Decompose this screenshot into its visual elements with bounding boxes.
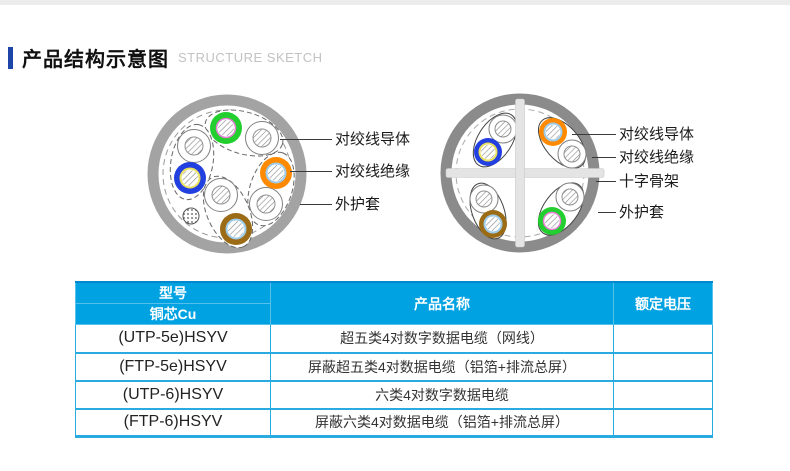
model-cell: (UTP-6)HSYV (75, 380, 271, 410)
product-spec-table: 型号 产品名称 额定电压 铜芯Cu (UTP-5e)HSYV 超五类4对数字数据… (75, 281, 713, 438)
table-header: 型号 产品名称 额定电压 铜芯Cu (75, 281, 713, 325)
wire-white (557, 139, 587, 169)
product-name-cell: 屏蔽六类4对数据电缆（铝箔+排流总屏） (270, 408, 614, 438)
wire-brown (220, 213, 252, 245)
table-row: (UTP-6)HSYV 六类4对数字数据电缆 (75, 380, 713, 410)
voltage-cell (613, 352, 713, 382)
diagram1-label-conductor: 对绞线导体 (335, 131, 411, 148)
diagram1-label-insulation: 对绞线绝缘 (335, 163, 411, 180)
wire-white (245, 121, 279, 155)
diagram2-label-conductor: 对绞线导体 (619, 126, 695, 143)
leader-line (300, 204, 332, 205)
voltage-cell (613, 380, 713, 410)
table-row: (FTP-6)HSYV 屏蔽六类4对数据电缆（铝箔+排流总屏） (75, 408, 713, 438)
leader-line (598, 212, 616, 213)
header-rated-voltage: 额定电压 (613, 281, 713, 325)
cable-diagram-unshielded (147, 94, 307, 254)
wire-white (204, 178, 238, 212)
header-product-name: 产品名称 (270, 281, 614, 325)
diagram1-label-sheath: 外护套 (335, 196, 381, 213)
wire-green (210, 112, 242, 144)
page-subtitle: STRUCTURE SKETCH (178, 50, 323, 65)
wire-white (177, 129, 211, 163)
model-cell: (UTP-5e)HSYV (75, 324, 271, 354)
rip-cord (182, 207, 200, 225)
wire-white (249, 187, 283, 221)
wire-white (469, 184, 499, 214)
model-cell: (FTP-5e)HSYV (75, 352, 271, 382)
product-name-cell: 屏蔽超五类4对数据电缆（铝箔+排流总屏） (270, 352, 614, 382)
title-accent-bar (8, 46, 13, 69)
product-name-cell: 超五类4对数字数据电缆（网线） (270, 324, 614, 354)
diagram2-label-insulation: 对绞线绝缘 (619, 149, 695, 166)
cross-skeleton (445, 98, 605, 248)
wire-white (555, 182, 585, 212)
table-row: (UTP-5e)HSYV 超五类4对数字数据电缆（网线） (75, 324, 713, 354)
leader-line (572, 134, 616, 135)
header-model: 型号 (75, 281, 271, 304)
product-name-cell: 六类4对数字数据电缆 (270, 380, 614, 410)
wire-orange (539, 118, 567, 146)
leader-line (280, 139, 332, 140)
page-title: 产品结构示意图 (22, 49, 169, 71)
table-row: (FTP-5e)HSYV 屏蔽超五类4对数据电缆（铝箔+排流总屏） (75, 352, 713, 382)
section-title: 产品结构示意图 STRUCTURE SKETCH (8, 43, 323, 72)
wire-blue (474, 138, 502, 166)
wire-white (488, 114, 518, 144)
diagram2-label-sheath: 外护套 (619, 204, 665, 221)
leader-line (592, 157, 616, 158)
leader-line (596, 181, 616, 182)
page-top-strip (0, 0, 790, 5)
cable-diagram-cross-skeleton (440, 93, 605, 253)
voltage-cell (613, 324, 713, 354)
header-copper-core: 铜芯Cu (75, 303, 271, 325)
diagram2-label-cross-skeleton: 十字骨架 (619, 173, 680, 190)
wire-green (538, 207, 566, 235)
leader-line (290, 171, 332, 172)
wire-orange (260, 157, 292, 189)
wire-brown (479, 210, 507, 238)
voltage-cell (613, 408, 713, 438)
wire-blue (174, 162, 206, 194)
model-cell: (FTP-6)HSYV (75, 408, 271, 438)
